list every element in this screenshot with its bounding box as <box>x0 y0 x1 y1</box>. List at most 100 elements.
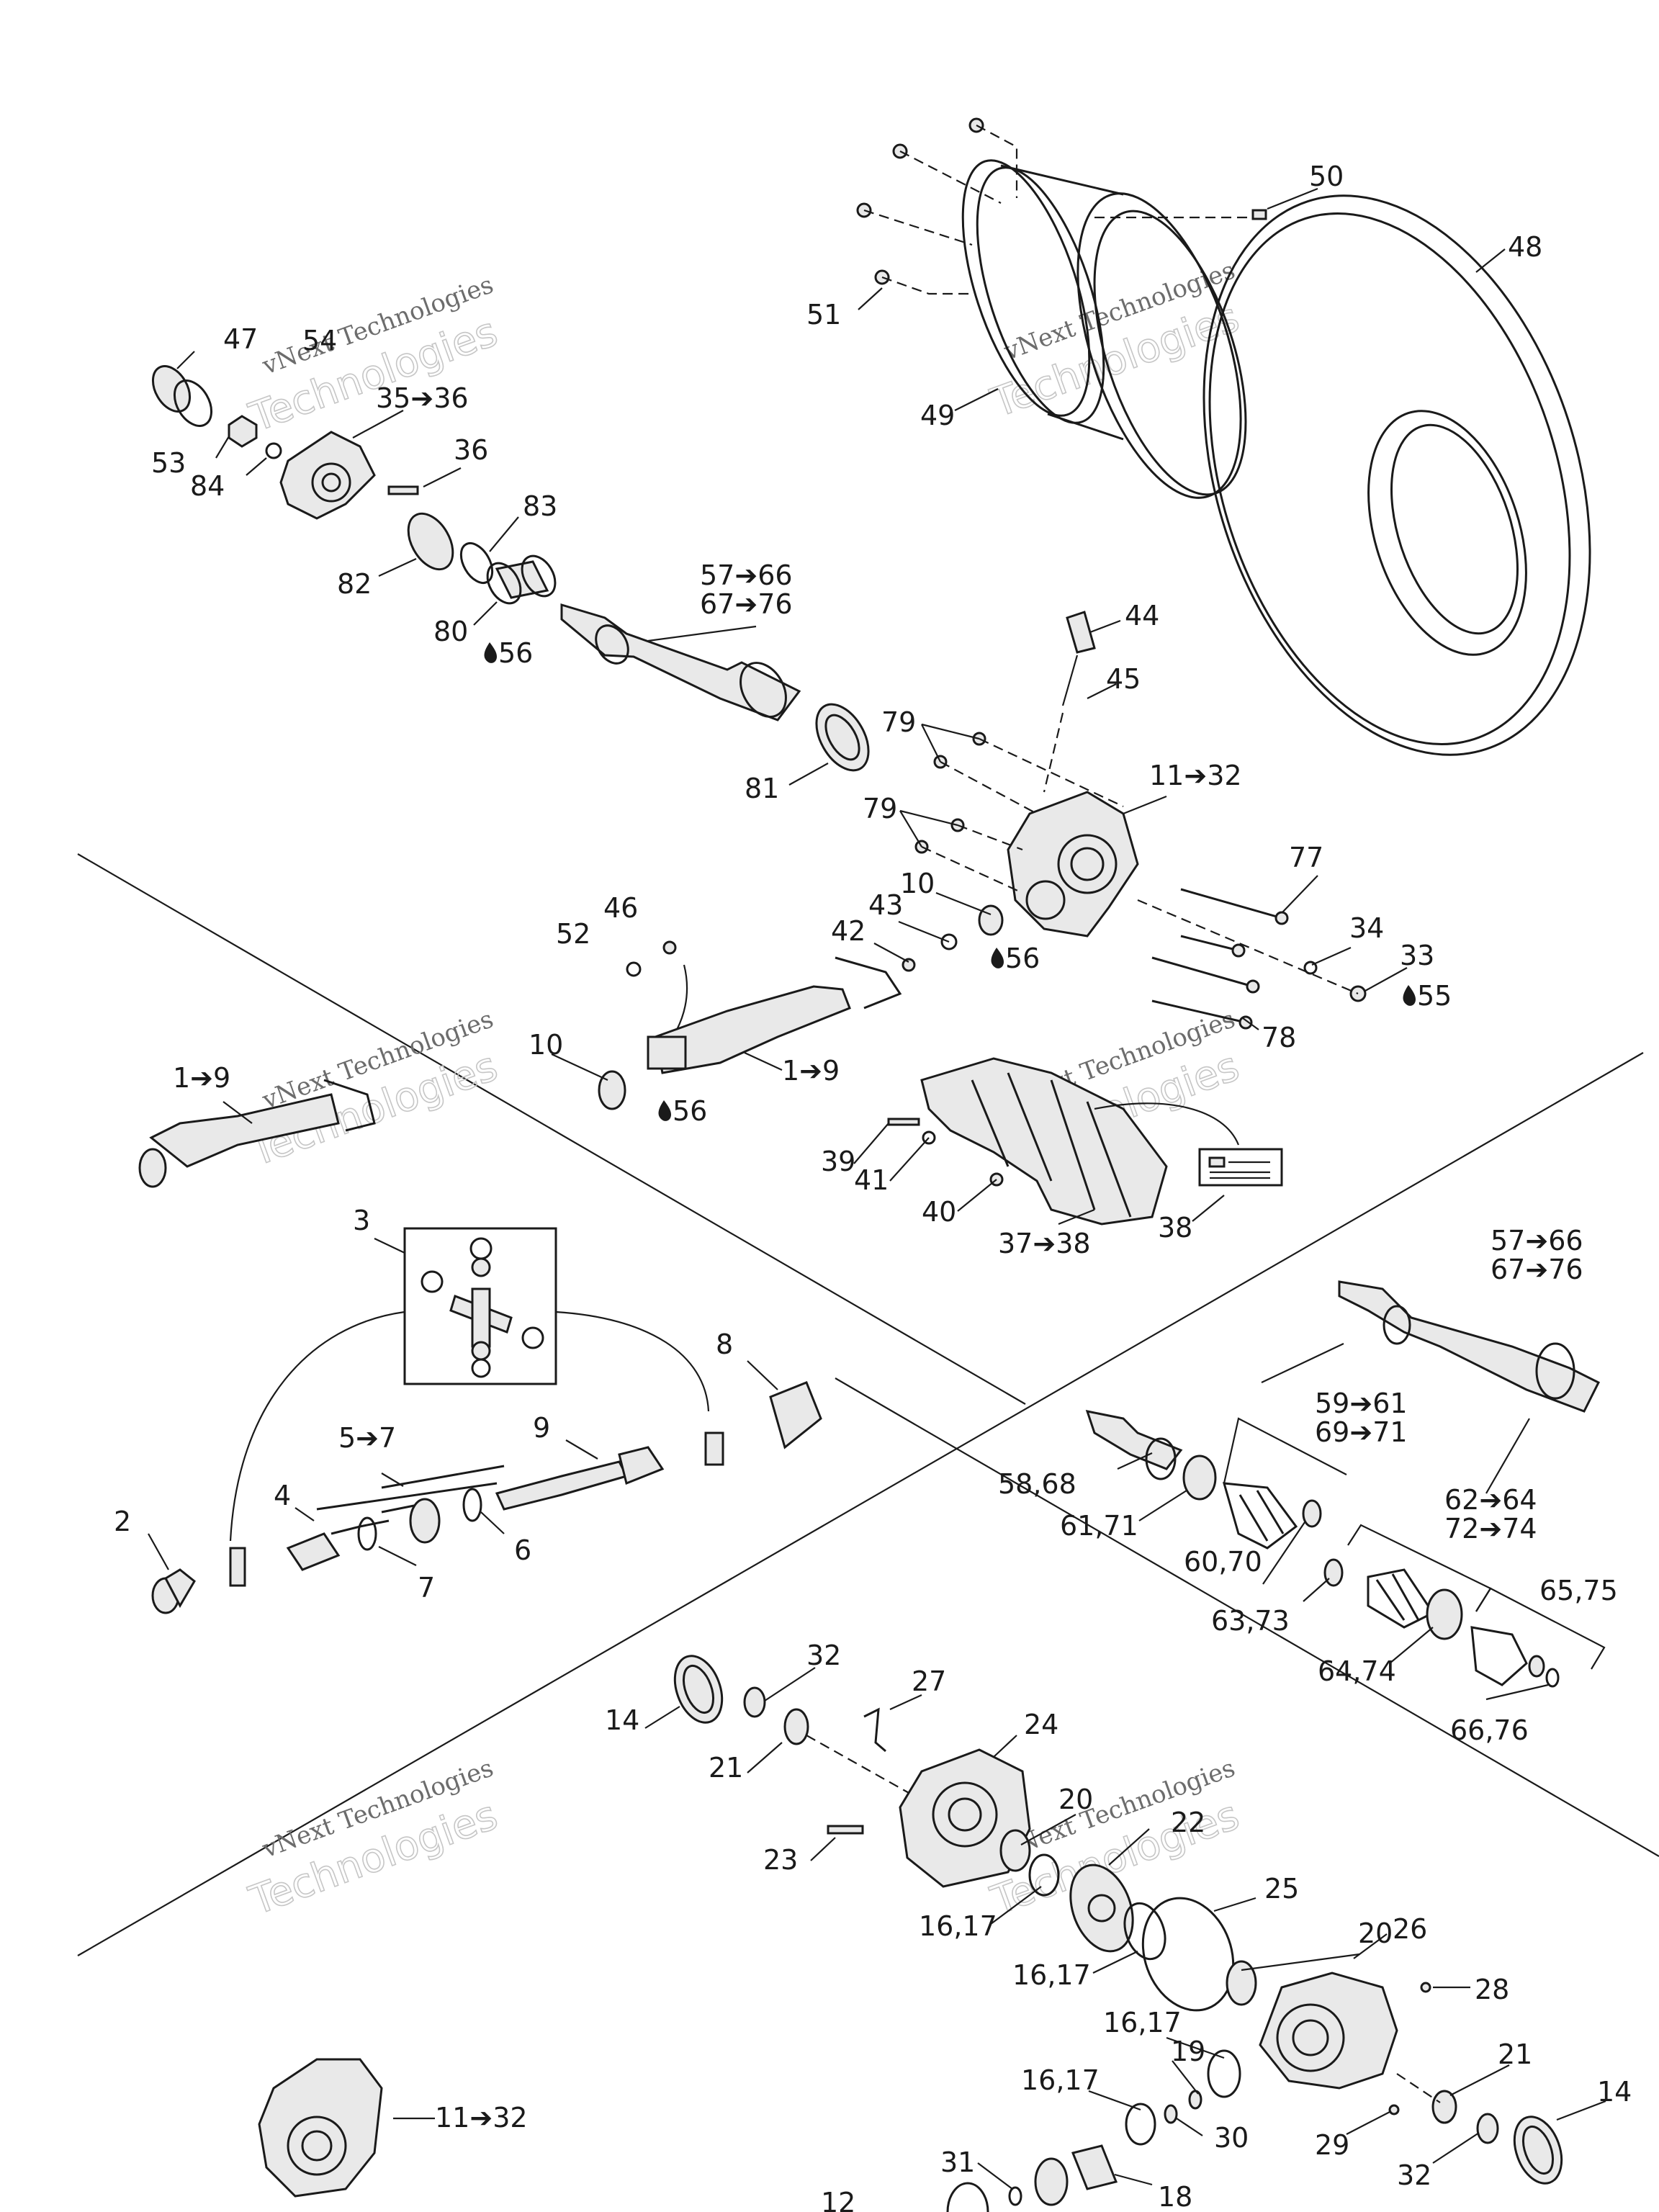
callout-54: 54 <box>302 325 337 356</box>
watermark-3: vNext Technologies Technologies <box>243 1004 504 1176</box>
callout-40: 40 <box>922 1196 956 1228</box>
callout-42: 42 <box>831 915 866 947</box>
nuts-79 <box>914 732 1124 894</box>
driveshaft-9-assembly <box>151 1381 822 1614</box>
bolt-46-washer-52 <box>626 940 677 977</box>
oil-drop-icon <box>658 1100 671 1121</box>
callout-9: 9 <box>533 1412 550 1444</box>
callout-20-a: 20 <box>1058 1784 1093 1815</box>
callout-11-32-b: 11➔32 <box>435 2102 528 2134</box>
callout-32-a: 32 <box>806 1640 841 1671</box>
callout-51: 51 <box>806 299 841 331</box>
cap-47 <box>151 365 213 427</box>
callout-39: 39 <box>821 1146 855 1177</box>
callout-56-a: 56 <box>498 637 533 669</box>
seals-21-32-14-right <box>1396 2073 1563 2185</box>
callout-33: 33 <box>1400 940 1434 971</box>
callout-57-66-b: 57➔66 <box>1491 1225 1583 1256</box>
callout-12: 12 <box>821 2187 855 2212</box>
warning-label-38 <box>1094 1102 1283 1187</box>
callout-1-9-b: 1➔9 <box>173 1062 230 1094</box>
callout-81: 81 <box>745 773 779 804</box>
callout-36: 36 <box>454 434 488 466</box>
callout-6: 6 <box>514 1534 531 1566</box>
callout-21-b: 21 <box>1498 2038 1532 2070</box>
callout-labels: 50 48 51 49 47 54 35➔36 53 84 36 83 82 8… <box>114 161 1632 2212</box>
bearing-80 <box>486 554 557 605</box>
callout-14-a: 14 <box>605 1704 639 1736</box>
hub-35 <box>279 431 376 520</box>
callout-50: 50 <box>1309 161 1344 192</box>
callout-11-32-a: 11➔32 <box>1149 760 1242 791</box>
callout-22: 22 <box>1171 1807 1205 1838</box>
callout-7: 7 <box>418 1572 435 1604</box>
tire-48 <box>1202 194 1591 756</box>
valve-50 <box>1094 187 1318 220</box>
seals-14-32-21 <box>673 1655 922 1801</box>
callout-80: 80 <box>433 616 468 647</box>
oil-drop-icon <box>1403 985 1416 1006</box>
callout-65-75: 65,75 <box>1539 1575 1618 1606</box>
washers-42-43-10 <box>902 904 1004 972</box>
callout-4: 4 <box>274 1480 291 1511</box>
callout-23: 23 <box>763 1844 798 1876</box>
callout-78: 78 <box>1262 1022 1296 1053</box>
bolt-23 <box>827 1825 864 1835</box>
callout-10-a: 10 <box>900 868 935 899</box>
inner-shaft-58-68 <box>1085 1410 1322 1550</box>
differential-housing-11-small <box>258 2058 383 2198</box>
oil-drop-icon <box>991 948 1004 968</box>
callout-83: 83 <box>523 490 557 522</box>
callout-56-b: 56 <box>1005 943 1040 974</box>
cv-shaft-57-66 <box>1338 1280 1601 1413</box>
callout-45: 45 <box>1106 663 1141 695</box>
callout-38: 38 <box>1158 1212 1192 1244</box>
callout-8: 8 <box>716 1328 733 1360</box>
studs-77-78 <box>1151 888 1289 1030</box>
callout-67-76-b: 67➔76 <box>1491 1254 1583 1285</box>
callout-18: 18 <box>1158 2181 1192 2212</box>
callout-2: 2 <box>114 1506 131 1537</box>
callout-1-9-a: 1➔9 <box>782 1055 840 1087</box>
wheel-nuts-51 <box>856 117 1018 295</box>
callout-30: 30 <box>1214 2122 1249 2154</box>
cv-arrows <box>1261 1343 1530 1494</box>
outer-joint-62-64 <box>1323 1558 1560 1688</box>
callout-32-b: 32 <box>1397 2159 1431 2191</box>
watermark-1: vNext Technologies Technologies <box>243 270 504 441</box>
callout-60-70: 60,70 <box>1184 1546 1262 1578</box>
oil-drop-icons <box>484 642 1416 1121</box>
ujoint-arrows <box>229 1310 710 1542</box>
callout-79-a: 79 <box>881 706 916 738</box>
callout-43: 43 <box>868 889 903 921</box>
callout-62-64: 62➔64 <box>1444 1484 1537 1516</box>
driveshaft-1-9-left <box>138 1079 376 1188</box>
callout-5-7: 5➔7 <box>338 1422 396 1454</box>
watermarks: vNext Technologies Technologies vNext Te… <box>243 256 1246 1925</box>
callout-67-76-a: 67➔76 <box>700 588 793 620</box>
pinion-19-18-30-31 <box>946 2049 1241 2212</box>
callout-58-68: 58,68 <box>998 1468 1076 1500</box>
callout-16-17-c: 16,17 <box>1103 2007 1182 2038</box>
callout-72-74: 72➔74 <box>1444 1513 1537 1545</box>
callout-57-66-a: 57➔66 <box>700 559 793 591</box>
seal-82-ring-83 <box>407 512 494 584</box>
callout-61-71: 61,71 <box>1060 1510 1138 1542</box>
callout-37-38: 37➔38 <box>998 1228 1091 1259</box>
callout-47: 47 <box>223 323 258 355</box>
callout-31: 31 <box>940 2146 975 2178</box>
callout-53: 53 <box>151 447 186 479</box>
callout-77: 77 <box>1289 842 1323 873</box>
skid-plate-37 <box>920 1057 1168 1226</box>
callout-16-17-d: 16,17 <box>1021 2064 1100 2096</box>
drive-shaft-57 <box>560 603 801 721</box>
callout-63-73: 63,73 <box>1211 1605 1290 1637</box>
differential-housing-11 <box>1007 791 1139 938</box>
housing-26 <box>1259 1972 1431 2116</box>
callout-82: 82 <box>337 568 372 600</box>
callout-44: 44 <box>1125 600 1159 631</box>
cv-brackets <box>1223 1417 1606 1670</box>
callout-21-a: 21 <box>709 1752 743 1784</box>
vent-27 <box>863 1707 886 1753</box>
callout-48: 48 <box>1508 231 1542 263</box>
